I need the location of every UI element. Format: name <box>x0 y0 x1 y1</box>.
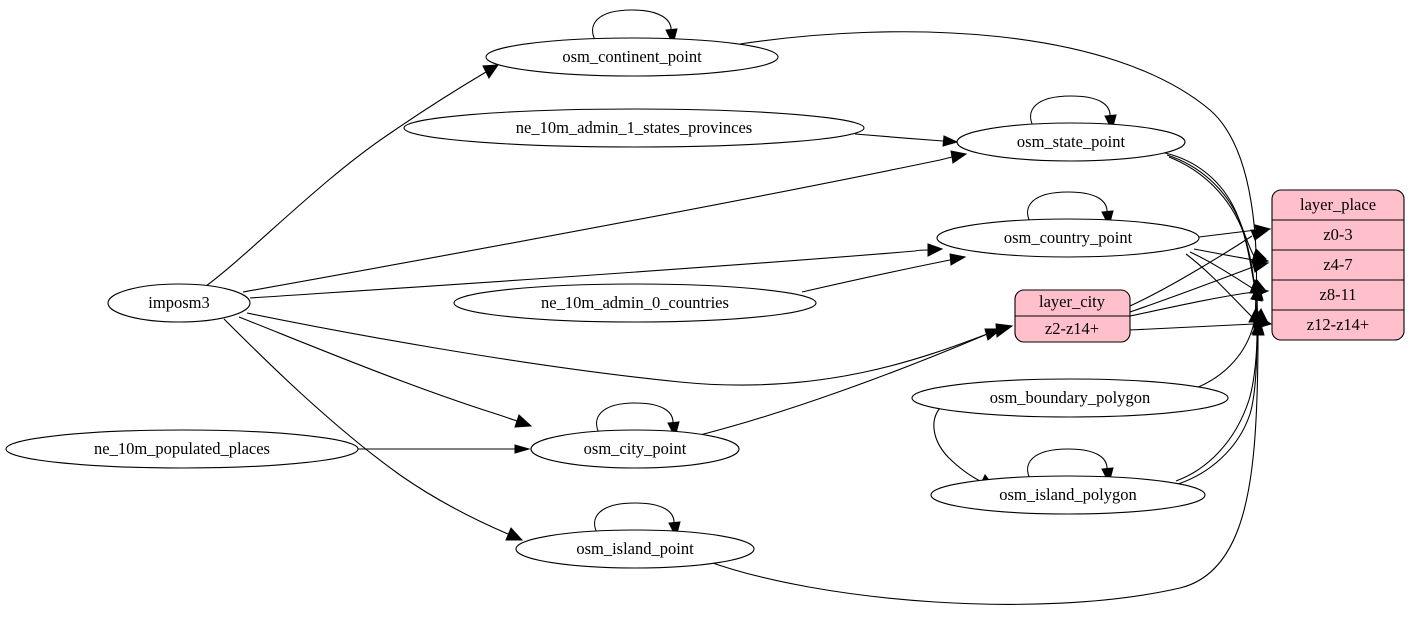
record-node-layer_city[interactable]: layer_city z2-z14+ <box>1014 289 1131 343</box>
arrowhead <box>942 135 959 147</box>
node-ne_10m_populated_places[interactable]: ne_10m_populated_places <box>5 429 359 469</box>
record-row-z12-z14plus[interactable]: z12-z14+ <box>1307 315 1369 334</box>
edge-osm_boundary_polygon-to-osm_island_polygon <box>933 407 983 483</box>
node-shape[interactable] <box>485 37 779 77</box>
node-label: imposm3 <box>148 293 209 312</box>
arrowhead <box>1251 284 1264 301</box>
node-ne_10m_admin_0_countries[interactable]: ne_10m_admin_0_countries <box>453 283 817 323</box>
node-label: osm_city_point <box>584 439 687 458</box>
node-osm_city_point[interactable]: osm_city_point <box>530 429 740 469</box>
edge-osm_country_point-to-layer_place_z0_3 <box>1198 229 1257 238</box>
record-row-z0-3[interactable]: z0-3 <box>1323 225 1352 244</box>
node-shape[interactable] <box>936 218 1200 258</box>
record-row-z8-11[interactable]: z8-11 <box>1320 285 1357 304</box>
selfloop-osm_continent_point <box>592 9 672 43</box>
node-osm_state_point[interactable]: osm_state_point <box>956 122 1186 162</box>
edge-imposm3-to-osm_country_point <box>249 249 929 299</box>
node-label: ne_10m_admin_1_states_provinces <box>516 118 752 137</box>
arrowhead <box>505 527 524 541</box>
record-background[interactable] <box>1271 189 1405 341</box>
arrowhead <box>950 150 968 164</box>
edge-layer_city-to-layer_place_z12_14 <box>1129 323 1255 331</box>
node-label: ne_10m_admin_0_countries <box>541 293 729 312</box>
edge-osm_island_point-to-layer_place_z12_14 <box>706 333 1259 605</box>
node-label: osm_boundary_polygon <box>990 388 1150 407</box>
node-shape[interactable] <box>911 378 1229 418</box>
edge-ne_10m_admin_0_countries-to-osm_country_point <box>801 259 951 293</box>
node-imposm3[interactable]: imposm3 <box>107 283 251 323</box>
edge-layer_city-to-layer_place_z0_3 <box>1129 235 1253 307</box>
edge-osm_state_point-to-layer_place_z4_7 <box>1164 152 1255 257</box>
record-node-layer_place[interactable]: layer_place z0-3 z4-7 z8-11 z12-z14+ <box>1271 189 1405 341</box>
record-title: layer_place <box>1300 195 1376 214</box>
node-label: osm_continent_point <box>562 47 702 66</box>
edge-layer <box>205 9 1273 605</box>
arrowhead <box>482 64 500 79</box>
arrowhead <box>514 444 531 454</box>
selfloop-osm_island_point <box>594 502 675 536</box>
selfloop-osm_island_polygon <box>1027 448 1108 482</box>
node-shape[interactable] <box>515 529 755 569</box>
node-label: osm_island_point <box>576 539 694 558</box>
record-row-z4-7[interactable]: z4-7 <box>1323 255 1352 274</box>
node-osm_country_point[interactable]: osm_country_point <box>936 218 1200 258</box>
node-shape[interactable] <box>530 429 740 469</box>
node-label: osm_island_polygon <box>999 485 1137 504</box>
edge-osm_state_point-to-layer_place_z8_11 <box>1166 154 1256 289</box>
edge-ne_10m_admin_1_states_provinces-to-osm_state_point <box>854 133 944 142</box>
node-layer: imposm3 ne_10m_populated_places ne_10m_a… <box>5 37 1405 569</box>
edge-imposm3-to-osm_island_point <box>223 318 509 535</box>
node-shape[interactable] <box>956 122 1186 162</box>
node-shape[interactable] <box>930 475 1206 515</box>
arrowhead <box>514 414 533 428</box>
node-shape[interactable] <box>107 283 251 323</box>
node-osm_continent_point[interactable]: osm_continent_point <box>485 37 779 77</box>
edge-imposm3-to-osm_continent_point <box>205 71 487 287</box>
arrowhead <box>927 243 944 257</box>
edge-imposm3-to-osm_state_point <box>242 156 953 293</box>
edge-osm_continent_point-to-layer_place_z12_14 <box>739 31 1260 323</box>
edge-imposm3-to-layer_city <box>246 312 996 386</box>
record-title: layer_city <box>1039 292 1106 311</box>
edge-osm_country_point-to-layer_place_z12_14 <box>1185 253 1253 318</box>
arrowhead <box>949 253 967 266</box>
node-osm_boundary_polygon[interactable]: osm_boundary_polygon <box>911 378 1229 418</box>
node-shape[interactable] <box>453 283 817 323</box>
edge-osm_boundary_polygon-to-layer_place_z8_11 <box>1195 297 1257 389</box>
node-osm_island_polygon[interactable]: osm_island_polygon <box>930 475 1206 515</box>
edge-osm_city_point-to-layer_city <box>699 334 986 436</box>
edge-layer_city-to-layer_place_z4_7 <box>1129 266 1254 313</box>
arrowhead <box>667 421 680 439</box>
arrowhead <box>1101 467 1114 485</box>
node-label: osm_state_point <box>1017 132 1126 151</box>
edge-imposm3-to-osm_city_point <box>238 316 518 422</box>
selfloop-osm_city_point <box>596 402 674 436</box>
node-shape[interactable] <box>5 429 359 469</box>
node-osm_island_point[interactable]: osm_island_point <box>515 529 755 569</box>
edge-layer_city-to-layer_place_z8_11 <box>1129 291 1255 317</box>
edge-osm_island_polygon-to-layer_place_z12_14 <box>1177 332 1258 485</box>
node-label: ne_10m_populated_places <box>94 439 270 458</box>
arrowhead <box>984 328 1003 341</box>
node-label: osm_country_point <box>1004 228 1133 247</box>
selfloop-osm_country_point <box>1027 191 1108 225</box>
arrowhead <box>1252 319 1265 336</box>
node-shape[interactable] <box>403 108 865 148</box>
node-ne_10m_admin_1_states_provinces[interactable]: ne_10m_admin_1_states_provinces <box>403 108 865 148</box>
arrowhead <box>1104 114 1117 132</box>
arrowhead <box>665 28 678 46</box>
selfloop-osm_state_point <box>1030 95 1111 129</box>
arrowhead <box>1250 229 1269 241</box>
edge-osm_country_point-to-layer_place_z8_11 <box>1189 251 1253 289</box>
record-row-z2-z14plus[interactable]: z2-z14+ <box>1045 319 1099 338</box>
arrowhead <box>668 521 681 539</box>
arrowhead <box>1101 210 1114 228</box>
arrowhead <box>1251 260 1270 273</box>
edge-osm_country_point-to-layer_place_z4_7 <box>1193 248 1255 261</box>
